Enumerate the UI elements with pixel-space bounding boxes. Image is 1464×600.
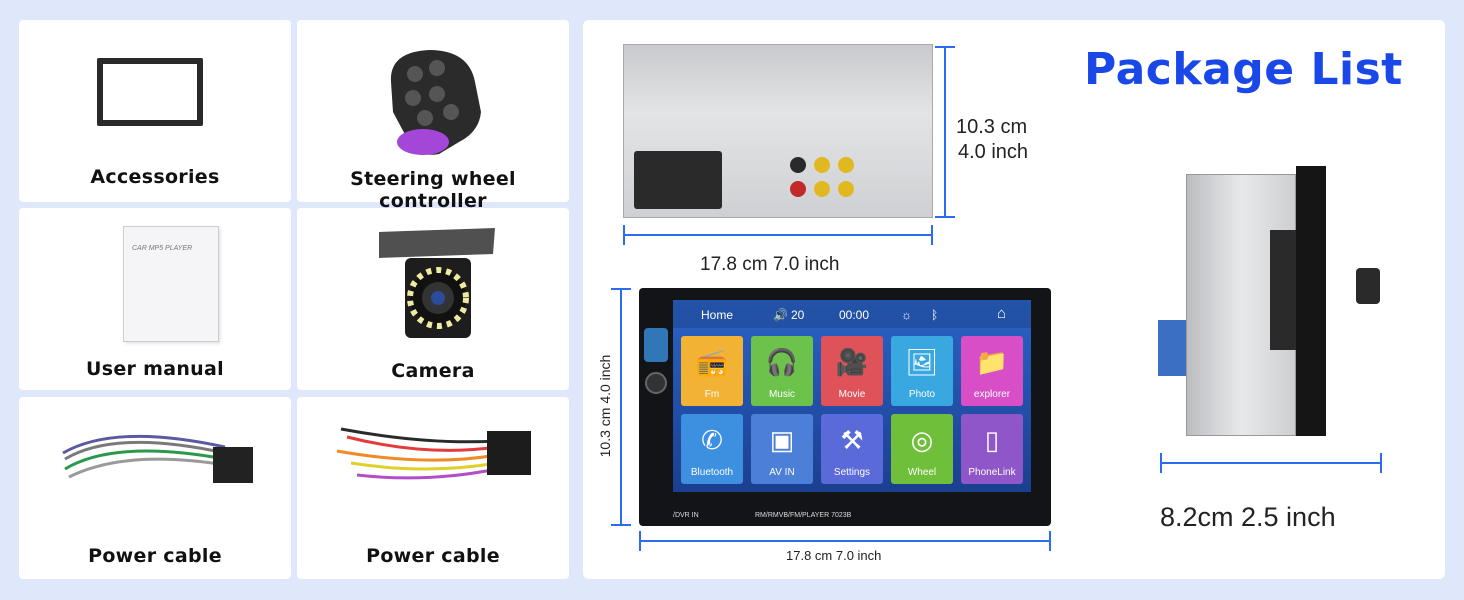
- app-icon: ⚒: [840, 425, 864, 455]
- app-label: Settings: [833, 467, 871, 478]
- app-label: PhoneLink: [968, 467, 1016, 478]
- app-icon: ✆: [701, 425, 723, 455]
- page-title: Package List: [1084, 44, 1403, 95]
- front-width-label: 17.8 cm 7.0 inch: [786, 548, 882, 563]
- volume-value: 20: [791, 308, 805, 322]
- item-label: User manual: [86, 358, 224, 380]
- front-height-dimension-line: [611, 288, 631, 526]
- app-icon: 📁: [975, 347, 1009, 377]
- app-icon: 🎧: [765, 347, 799, 377]
- app-label: Bluetooth: [690, 467, 734, 478]
- app-tile-music[interactable]: 🎧 Music: [751, 336, 813, 406]
- item-card-power-cable-1: Power cable: [19, 397, 291, 579]
- app-icon: ▯: [984, 425, 1000, 455]
- cable-icon: [62, 434, 253, 483]
- app-tile-movie[interactable]: 🎥 Movie: [821, 336, 883, 406]
- app-tile-bluetooth[interactable]: ✆ Bluetooth: [681, 414, 743, 484]
- app-tile-explorer[interactable]: 📁 explorer: [961, 336, 1023, 406]
- power-button[interactable]: [644, 328, 668, 362]
- item-card-power-cable-2: Power cable: [297, 397, 569, 579]
- side-depth-dimension-line: [1160, 453, 1382, 473]
- app-icon: 🎥: [835, 347, 869, 377]
- app-label: Photo: [908, 389, 936, 400]
- item-label: Steering wheel controller: [350, 168, 516, 212]
- app-label: Music: [768, 389, 796, 400]
- item-label: Power cable: [88, 545, 222, 567]
- stereo-screen: Home 🔊 20 00:00 ☼ ᛒ ⌂ 📻 Fm 🎧 Music 🎥 Movie 🖼 Ph…: [673, 300, 1031, 492]
- app-icon: ◎: [910, 425, 934, 455]
- app-tile-settings[interactable]: ⚒ Settings: [821, 414, 883, 484]
- app-label: Wheel: [907, 467, 937, 478]
- camera-icon: [379, 228, 495, 338]
- frame-icon: [97, 58, 203, 126]
- dvr-in-label: /DVR IN: [673, 512, 699, 519]
- item-label: Power cable: [366, 545, 500, 567]
- item-card-user-manual: CAR MP5 PLAYER User manual: [19, 208, 291, 390]
- app-tile-av-in[interactable]: ▣ AV IN: [751, 414, 813, 484]
- manual-icon: CAR MP5 PLAYER: [123, 226, 219, 342]
- side-view-unit: [1158, 160, 1380, 440]
- app-icon: 🖼: [905, 347, 939, 377]
- rear-height-inch: 4.0 inch: [958, 141, 1029, 163]
- item-label: Camera: [391, 360, 475, 382]
- app-label: AV IN: [769, 467, 795, 478]
- home-icon[interactable]: ⌂: [997, 305, 1007, 322]
- brightness-icon[interactable]: ☼: [901, 308, 912, 322]
- app-tile-fm[interactable]: 📻 Fm: [681, 336, 743, 406]
- bluetooth-status-icon: ᛒ: [931, 308, 939, 322]
- item-card-camera: Camera: [297, 208, 569, 390]
- rear-height-dimension-line: [935, 46, 955, 218]
- model-label: RM/RMVB/FM/PLAYER 7023B: [755, 512, 852, 519]
- item-card-accessories: Accessories: [19, 20, 291, 202]
- rear-view-unit: [623, 44, 933, 218]
- app-tile-wheel[interactable]: ◎ Wheel: [891, 414, 953, 484]
- app-tile-phonelink[interactable]: ▯ PhoneLink: [961, 414, 1023, 484]
- item-card-steering-controller: Steering wheel controller: [297, 20, 569, 212]
- app-icon: 📻: [695, 347, 729, 377]
- steering-remote-icon: [390, 50, 481, 155]
- front-height-label: 10.3 cm 4.0 inch: [597, 354, 613, 458]
- manual-cover-text: CAR MP5 PLAYER: [132, 245, 193, 252]
- volume-icon[interactable]: 🔊: [773, 308, 788, 322]
- rear-width-dimension-line: [623, 225, 933, 245]
- app-label: Fm: [704, 389, 720, 400]
- front-width-dimension-line: [639, 531, 1051, 551]
- side-depth-label: 8.2cm 2.5 inch: [1160, 502, 1336, 532]
- app-label: explorer: [973, 389, 1011, 400]
- rear-width-label: 17.8 cm 7.0 inch: [700, 254, 840, 275]
- harness-icon: [336, 427, 531, 480]
- app-icon: ▣: [769, 425, 795, 455]
- app-label: Movie: [838, 389, 866, 400]
- status-bar: Home 🔊 20 00:00 ☼ ᛒ ⌂: [673, 300, 1031, 328]
- item-label: Accessories: [90, 166, 220, 188]
- rear-height-cm: 10.3 cm: [956, 116, 1028, 138]
- home-label[interactable]: Home: [701, 308, 734, 322]
- knob[interactable]: [645, 372, 667, 394]
- app-tile-photo[interactable]: 🖼 Photo: [891, 336, 953, 406]
- clock: 00:00: [839, 308, 870, 322]
